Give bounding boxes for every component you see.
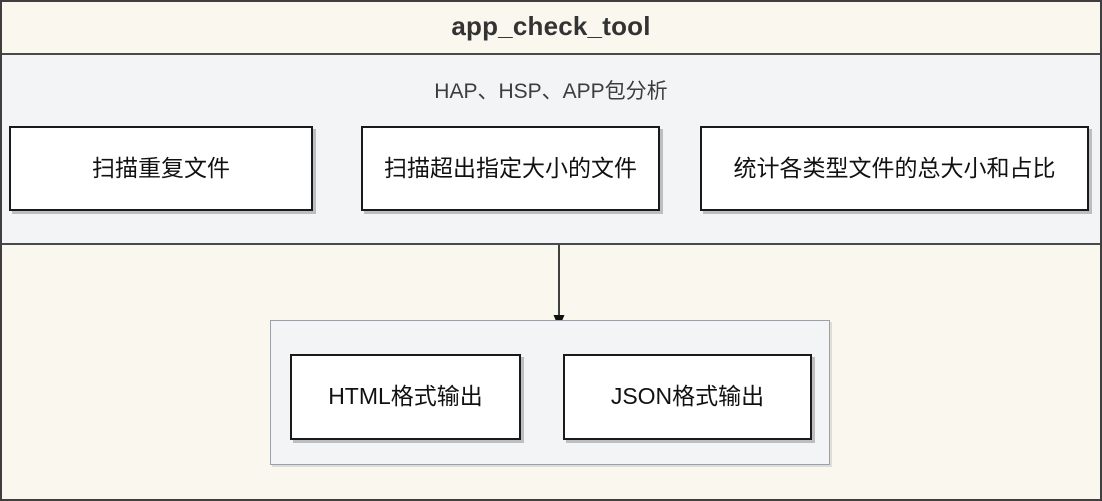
feature-box-filetype-stats[interactable]: 统计各类型文件的总大小和占比 bbox=[700, 126, 1089, 211]
feature-label: 扫描重复文件 bbox=[92, 154, 230, 181]
arrow-down-icon bbox=[553, 245, 565, 328]
analysis-subtitle: HAP、HSP、APP包分析 bbox=[434, 80, 668, 103]
title-bar: app_check_tool bbox=[0, 0, 1102, 55]
output-label: JSON格式输出 bbox=[610, 383, 765, 410]
output-label: HTML格式输出 bbox=[328, 383, 483, 410]
feature-label: 统计各类型文件的总大小和占比 bbox=[733, 154, 1056, 181]
feature-label: 扫描超出指定大小的文件 bbox=[384, 154, 637, 181]
page-title: app_check_tool bbox=[451, 11, 651, 41]
output-section: HTML格式输出 JSON格式输出 bbox=[0, 245, 1102, 501]
feature-box-scan-duplicates[interactable]: 扫描重复文件 bbox=[9, 126, 313, 211]
output-box-json[interactable]: JSON格式输出 bbox=[563, 354, 812, 440]
output-box-html[interactable]: HTML格式输出 bbox=[290, 354, 521, 440]
analysis-section: HAP、HSP、APP包分析 扫描重复文件 扫描超出指定大小的文件 统计各类型文… bbox=[0, 55, 1102, 245]
feature-box-scan-oversized[interactable]: 扫描超出指定大小的文件 bbox=[361, 126, 660, 211]
